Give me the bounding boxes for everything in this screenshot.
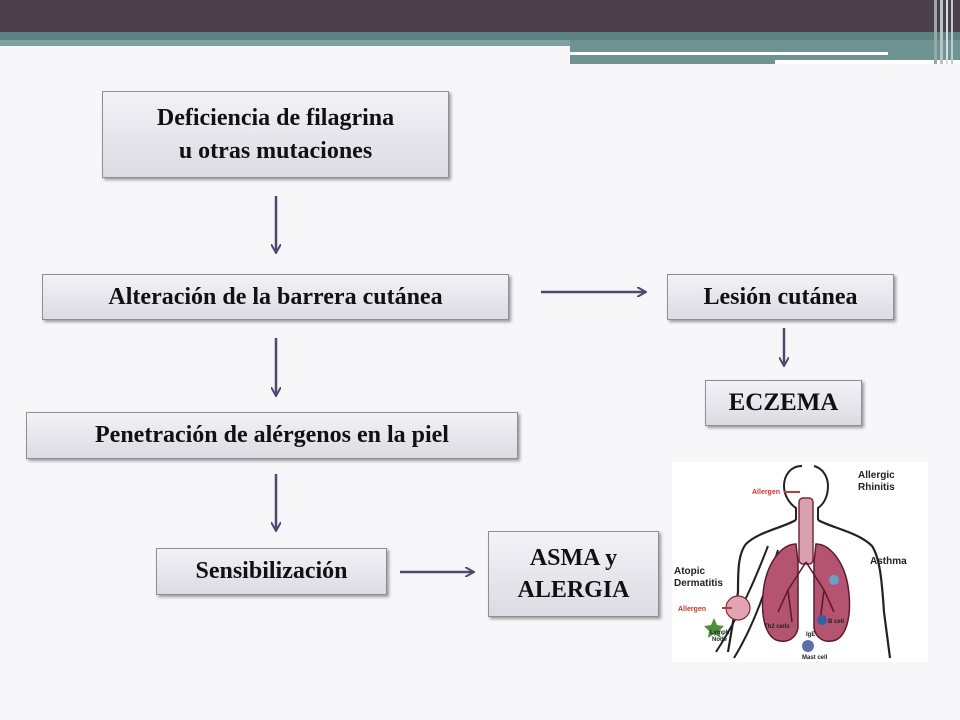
label-th2-cells: Th2 cells <box>764 624 790 630</box>
header-white-line-2 <box>775 60 960 64</box>
label-mast-cell: Mast cell <box>802 655 828 661</box>
left-lung <box>761 543 799 642</box>
header-white-line <box>570 52 888 55</box>
b-cell-icon <box>817 615 827 625</box>
bronchi <box>777 561 835 623</box>
box-alteracion-barrera: Alteración de la barrera cutánea <box>42 274 509 320</box>
box-deficiencia-filagrina: Deficiencia de filagrina u otras mutacio… <box>102 91 449 178</box>
label-allergen-bottom: Allergen <box>678 606 706 613</box>
label-lymph: Lymph <box>710 630 730 636</box>
box-sensibilizacion: Sensibilización <box>156 548 387 595</box>
label-node: Node <box>712 637 728 643</box>
label-atopic: Atopic <box>674 566 706 577</box>
box-eczema: ECZEMA <box>705 380 862 426</box>
lymph-node-icon <box>704 618 724 638</box>
header-dark-bar <box>0 0 960 32</box>
mast-cell-icon <box>802 640 814 652</box>
label-rhinitis: Rhinitis <box>858 482 895 493</box>
header-teal-bar <box>0 32 960 40</box>
trachea <box>798 497 814 565</box>
label-asthma: Asthma <box>870 556 907 567</box>
label-b-cell: B cell <box>828 619 844 625</box>
label-allergen-top: Allergen <box>752 489 780 496</box>
right-lung <box>813 543 851 642</box>
slide-header <box>0 0 960 64</box>
atopic-march-illustration: Allergic Rhinitis Allergen Asthma Atopic… <box>672 462 928 662</box>
label-dermatitis: Dermatitis <box>674 578 723 589</box>
torso-outline <box>726 519 892 659</box>
header-teal-stripe-left <box>0 40 570 46</box>
box-penetracion-alergenos: Penetración de alérgenos en la piel <box>26 412 518 459</box>
header-corner-lines <box>934 0 953 64</box>
head-outline <box>782 465 830 520</box>
box-lesion-cutanea: Lesión cutánea <box>667 274 894 320</box>
label-allergic: Allergic <box>858 470 895 481</box>
blue-cell-icon <box>829 575 839 585</box>
label-ige: IgE <box>806 632 815 638</box>
box-asma-alergia: ASMA y ALERGIA <box>488 531 659 617</box>
